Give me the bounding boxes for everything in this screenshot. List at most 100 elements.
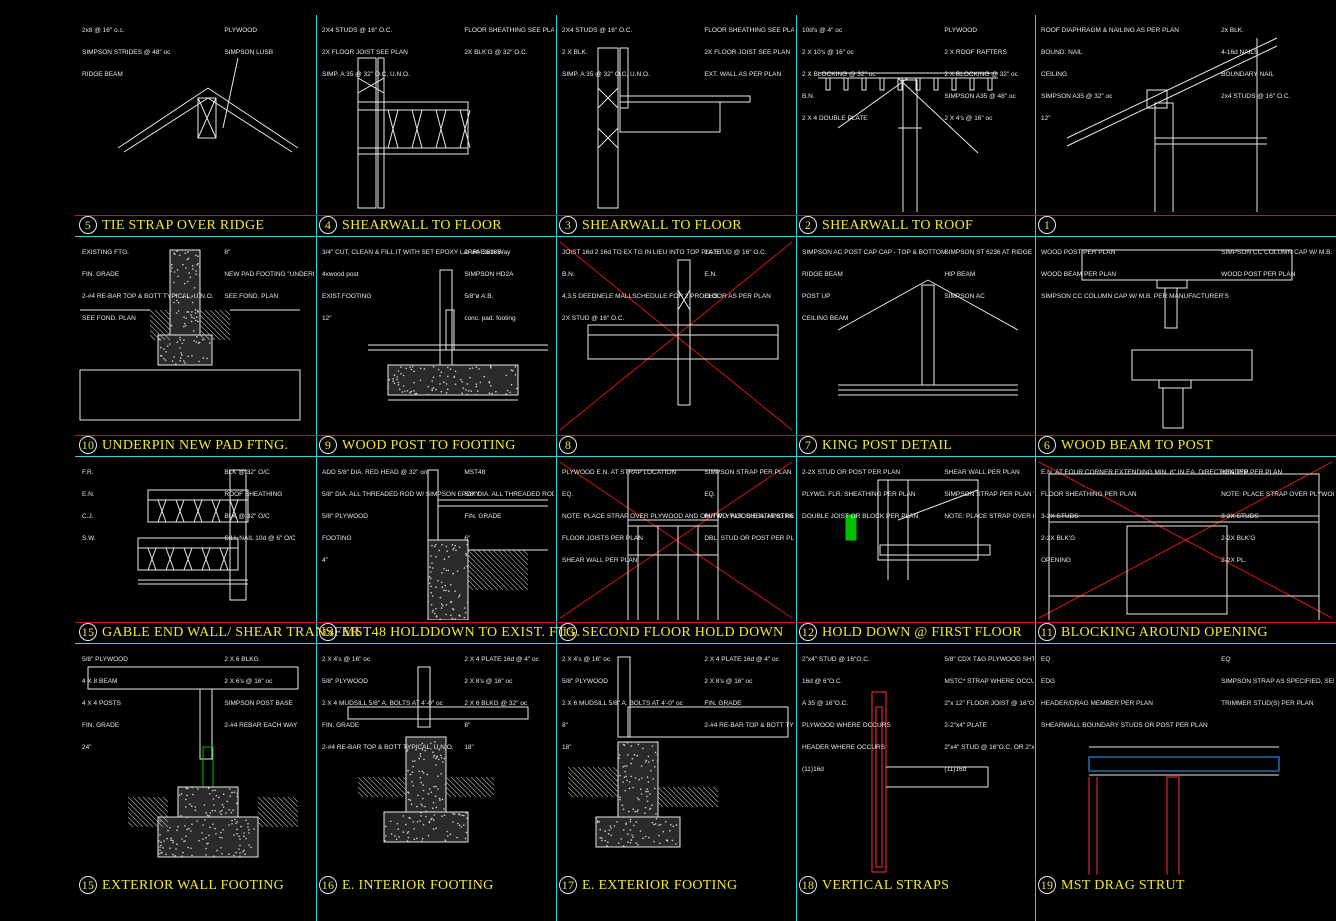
detail-note: E.N.: [82, 491, 95, 498]
detail-note: 2 X 4 PLATE 16d @ 4" oc: [464, 656, 539, 663]
detail-note: 3-2X STUDS: [1041, 513, 1079, 520]
detail-note: 2 X 4 MUDSILL 5/8" A. BOLTS AT 4'-0" oc: [322, 700, 444, 707]
detail-number: 5: [79, 216, 97, 234]
detail-note: 2 X 4's @ 16" oc: [322, 656, 371, 663]
detail-number: 12: [799, 623, 817, 641]
detail-linework: [87, 666, 299, 858]
detail-note: 2 X 4 PLATE 16d @ 4" oc: [704, 656, 779, 663]
title-bar-line: [75, 435, 1336, 436]
detail-note: 2-#4 RE-BAR TOP & BOTT TYPICAL, U.N.O.: [322, 744, 454, 751]
detail-note: 4,3,5 DEEDNELE MALLSCHEDULE FOR 2 PROCHS: [562, 293, 719, 300]
detail-linework: [1066, 37, 1278, 212]
soil-hatch: [657, 786, 719, 808]
detail-note: (11)16d: [944, 766, 966, 773]
detail-number: 7: [799, 436, 817, 454]
detail-title-text: UNDERPIN NEW PAD FTNG.: [102, 438, 289, 453]
detail-note: SIMPSON CC COLUMN CAP W/ M.B. PER MANUFA…: [1041, 293, 1229, 300]
detail-title-text: E. INTERIOR FOOTING: [342, 878, 494, 893]
concrete-stipple: [384, 811, 468, 843]
detail-note: SEE FOND. PLAN: [82, 315, 136, 322]
detail-note: EQ.: [704, 491, 715, 498]
detail-note: WOOD POST PER PLAN: [1041, 249, 1116, 256]
soil-hatch: [149, 309, 171, 341]
concrete-stipple: [427, 544, 469, 620]
detail-note: 6": [464, 535, 471, 542]
concrete-stipple: [157, 816, 255, 857]
soil-hatch: [257, 796, 299, 828]
detail-note: SIMPSON LUSB: [224, 49, 273, 56]
detail-number: 10: [79, 436, 97, 454]
detail-note: MST48: [464, 469, 485, 476]
detail-title-text: MST DRAG STRUT: [1061, 878, 1185, 893]
detail-number: 4: [319, 216, 337, 234]
detail-note: SHEARWALL BOUNDARY STUDS OR POST PER PLA…: [1041, 722, 1208, 729]
detail-note: EQ.: [562, 491, 573, 498]
detail-note: DBL. STUD OR POST PER PLAN: [704, 535, 794, 542]
detail-note: SIMPSON STRAP AS SPECIFIED, SEE TABLE FO…: [1221, 678, 1334, 685]
detail-note: 2-2X BLK'G: [1221, 535, 1255, 542]
detail-note: ADD 5/8" DIA. RED HEAD @ 32" o/c: [322, 469, 430, 476]
detail-number: 18: [799, 876, 817, 894]
detail-number: 1: [1038, 216, 1056, 234]
detail-note: 2x8 @ 16" o.c.: [82, 27, 125, 34]
detail-note: 2 X BLK.: [562, 49, 588, 56]
detail-note: 2 X 8's @ 16" oc: [704, 678, 753, 685]
detail-note: 2X4 STUDS @ 16" O.C.: [562, 27, 633, 34]
detail-note: B.N.: [802, 93, 815, 100]
detail-note: 2"x4" STUD @ 16"O.C. OR 2"x4" STUDS @ BO…: [944, 744, 1034, 751]
detail-note: SIMPSON POST BASE: [224, 700, 293, 707]
detail-note: 2 X ROOF RAFTERS: [944, 49, 1007, 56]
detail-note: JOIST 16d 2 16d TO EX TG IN LIEU INTO TO…: [562, 249, 722, 256]
detail-note: EXISTING FTG.: [82, 249, 129, 256]
detail-note: 8": [464, 722, 471, 729]
detail-number: 16: [319, 876, 337, 894]
detail-note: SIMPSON A35 @ 48" oc: [944, 93, 1016, 100]
detail-note: 2X FLOOR JOIST SEE PLAN: [704, 49, 790, 56]
detail-note: CEILING: [1041, 71, 1067, 78]
detail-note: WOOD POST PER PLAN: [1221, 271, 1296, 278]
detail-note: 2X STUD @ 16" O.C.: [562, 315, 625, 322]
detail-title: 12 HOLD DOWN @ FIRST FLOOR: [799, 623, 1022, 641]
grid-line: [796, 15, 797, 921]
detail-title-text: SHEARWALL TO FLOOR: [342, 218, 502, 233]
detail-note: ROOF SHEATHING: [224, 491, 282, 498]
detail-linework: [368, 269, 548, 401]
detail-note: WOOD BEAM PER PLAN: [1041, 271, 1116, 278]
detail-title-text: WOOD POST TO FOOTING: [342, 438, 516, 453]
detail-note: 2 X 6 BLKG @ 32" oc: [464, 700, 527, 707]
concrete-stipple: [617, 741, 659, 821]
detail-note: 5/8" DIA. ALL THREADED ROD W/ SIMPSON EP…: [322, 491, 481, 498]
detail-title-text: SECOND FLOOR HOLD DOWN: [582, 625, 784, 640]
grid-line: [75, 456, 1336, 457]
detail-title: 1: [1038, 216, 1061, 234]
detail-note: 12": [1041, 115, 1051, 122]
detail-number: 6: [1038, 436, 1056, 454]
detail-note: (11)16d: [802, 766, 824, 773]
detail-10-drawing: F.R.BLK @ 32" O/CE.N.ROOF SHEATHINGC.J.B…: [82, 469, 296, 601]
soil-hatch: [567, 766, 619, 798]
detail-note: SIMPSON CC COLUMN CAP W/ M.B. PER MANUFA…: [1221, 249, 1334, 256]
detail-linework: [1088, 746, 1280, 875]
detail-note: 5/8" PLYWOOD: [322, 678, 368, 685]
detail-note: 2 X 6's @ 16" oc: [224, 678, 273, 685]
detail-note: HEADER PER PLAN: [1221, 469, 1282, 476]
title-bar-line: [75, 215, 1336, 216]
detail-title-text: HOLD DOWN @ FIRST FLOOR: [822, 625, 1022, 640]
detail-note: SIMPSON A35 @ 32" oc: [1041, 93, 1113, 100]
detail-note: PLYWOOD E.N. AT STRAP LOCATION: [562, 469, 677, 476]
detail-note: 12": [322, 315, 332, 322]
detail-linework: [597, 47, 751, 209]
detail-note: 2X FLOOR JOIST SEE PLAN: [322, 49, 408, 56]
detail-note: 5/8"ø A.B.: [464, 293, 493, 300]
detail-16-drawing: 2 X 4's @ 16" oc 2 X 4 PLATE 16d @ 4" oc 5…: [322, 656, 540, 843]
detail-number: 17: [559, 876, 577, 894]
detail-note: 5/8" DIA. ALL THREADED ROD W/ SIMPSON EP…: [464, 491, 554, 498]
detail-note: 2x4 STUDS @ 16" O.C.: [1221, 93, 1290, 100]
detail-number: 8: [559, 436, 577, 454]
detail-linework: [818, 72, 998, 212]
detail-title: 16 E. INTERIOR FOOTING: [319, 876, 494, 894]
